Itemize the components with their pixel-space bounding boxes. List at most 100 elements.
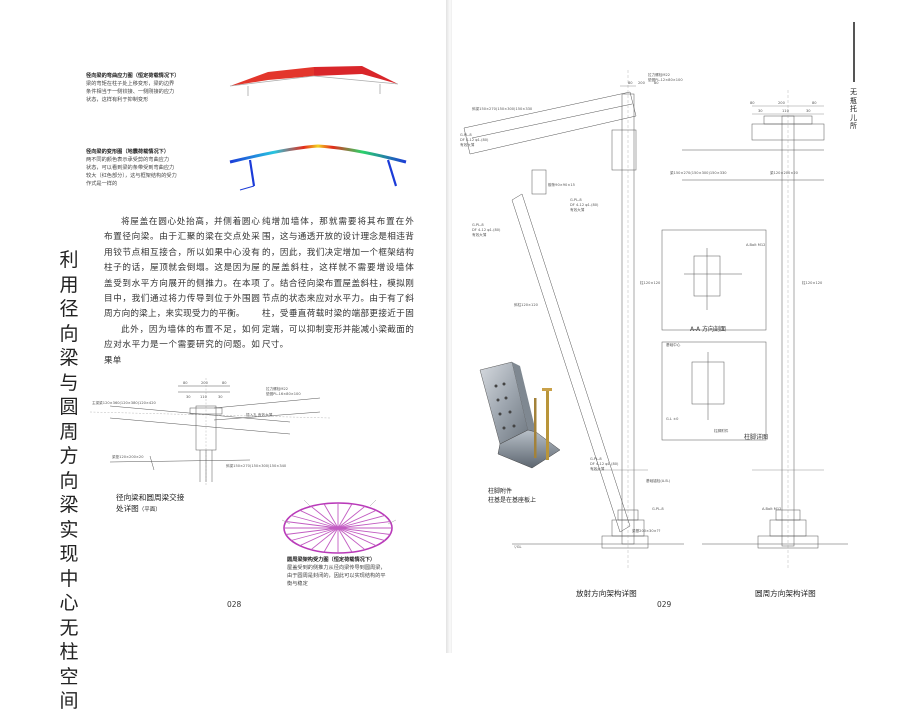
dim-text: 80 — [654, 81, 659, 85]
joint-detail-title-line1: 径向梁和圆周梁交接 — [116, 493, 185, 502]
caption-deformation-line: 两不同的颜色表示承受剪的弯曲应力 — [86, 157, 170, 163]
drawing-label: G.L ±0 — [666, 417, 679, 421]
beam-joint-detail-drawing: 80 200 80 30 110 30 拉力螺栓M22 垫圈PL-16×80×1… — [90, 378, 331, 486]
radial-spoke — [337, 515, 385, 529]
drawing-label: 有效大薄 — [570, 207, 585, 212]
drawing-label: DF 4-12 φ1.(80) — [570, 203, 599, 207]
drawing-label: G.PL-8 — [570, 198, 582, 202]
dim-text: 80 — [183, 381, 188, 385]
drawing-label: 有效大薄 — [590, 466, 605, 471]
radial-beam-deformation-diagram — [229, 144, 407, 191]
drawing-label: 柱脚附件 — [714, 428, 729, 433]
dim-text: 80 — [222, 381, 227, 385]
radial-spoke — [291, 515, 339, 529]
drawing-label: 基础中心 — [666, 342, 681, 347]
dim-text: 200 — [638, 81, 646, 85]
aa-section-label: A-A 方向剖面 — [690, 326, 727, 333]
drawing-label: 梁基200×30×?? — [632, 528, 661, 533]
radial-spoke — [337, 527, 366, 551]
body-paragraph: 此外，因为墙体的布置不足，如何应对水平力是一个需要研究的问题。如果单 — [104, 324, 260, 366]
body-paragraph: 将屋盖在圆心处抬高，并侧着圆心布置径向梁。由于汇聚的梁在交点处采用铰节点相互接合… — [104, 217, 260, 320]
structural-frame-drawing: 80 200 80 30 110 30 80 200 80 拉力螺栓M22 垫圈… — [460, 70, 848, 570]
radial-spoke — [337, 527, 385, 541]
drawing-label: A.Bolt M12 — [762, 507, 781, 511]
radial-spoke — [299, 527, 339, 547]
drawing-label: G.PL-8 — [472, 223, 484, 227]
caption-stress-line: 梁的弯矩在柱子处上移变形，梁的边界 — [86, 81, 175, 87]
radial-spoke — [285, 527, 339, 535]
caption-deformation-line: 较大（红色部分），这与框架结构的受力 — [86, 173, 177, 179]
caption-deformation-title: 径向梁的变形图（地震荷载情况下） — [86, 149, 170, 155]
detail-label: 梁垫120×200×20 — [112, 454, 144, 459]
radial-spoke — [337, 527, 377, 547]
radial-beam-stress-diagram — [229, 66, 399, 96]
photo-caption: 柱脚附件 柱基是在基座板上 — [488, 487, 536, 505]
circular-frame-detail-title: 圆周方向架构详图 — [755, 589, 816, 598]
radial-spoke — [337, 527, 353, 553]
body-text-column-2: 纯增加墙体，那就需要将其布置在外围，这与通透开放的设计理念是相违背的，因此，我们… — [262, 215, 414, 354]
page-number-right: 029 — [657, 600, 672, 609]
drawing-label: 梁120×200×20 — [770, 170, 799, 175]
dim-text: 110 — [782, 109, 790, 113]
caption-deformation: 径向梁的变形图（地震荷载情况下） 两不同的颜色表示承受剪的弯曲应力 状态，可以看… — [86, 148, 226, 188]
drawing-label: 拉力螺栓M22 — [648, 72, 670, 77]
drawing-label: G.PL-8 — [652, 507, 664, 511]
body-text-column-1: 将屋盖在圆心处抬高，并侧着圆心布置径向梁。由于汇聚的梁在交点处采用铰节点相互接合… — [104, 215, 260, 369]
radial-spoke — [337, 509, 377, 529]
caption-stress-title: 径向梁的弯曲应力图（恒定荷载情况下） — [86, 73, 180, 79]
radial-spoke — [310, 527, 339, 551]
drawing-label: 基础锚栓(A.B.) — [646, 478, 671, 483]
radial-spoke — [285, 521, 339, 529]
left-page: 径向梁的弯曲应力图（恒定荷载情况下） 梁的弯矩在柱子处上移变形，梁的边界 条件相… — [0, 0, 448, 712]
radial-frame-detail-title: 放射方向架构详图 — [576, 589, 637, 598]
radial-spoke — [337, 521, 391, 529]
joint-detail-title: 径向梁和圆周梁交接 处详图（平面） — [116, 492, 184, 516]
caption-deformation-line: 状态，可以看到梁的条带受到弯曲应力 — [86, 165, 175, 171]
dim-text: 80 — [750, 101, 755, 105]
caption-circular-line: 屋盖受到的侧推力从径向梁传导到圆周梁， — [287, 565, 386, 571]
drawing-label: 梁150×270(150×300)150×330 — [670, 170, 727, 175]
radial-spoke — [337, 527, 391, 535]
right-page: 无瓶托儿所 — [452, 0, 900, 653]
drawing-label: ▽GL — [514, 545, 522, 549]
dim-text: 30 — [806, 109, 811, 113]
caption-stress-line: 条件相当于一侧铰接、一侧刚接的应力 — [86, 89, 175, 95]
detail-label: 拉力螺栓M22 — [266, 386, 288, 391]
vertical-title: 利用径向梁与圆周方向梁实现中心无柱空间 — [59, 249, 79, 712]
caption-circular-title: 圆周梁架构受力图（恒定荷载情况下） — [287, 557, 376, 563]
circular-frame-diagram — [281, 499, 397, 554]
dim-text: 30 — [758, 109, 763, 113]
drawing-label: DF 4-12 φ1.(80) — [472, 228, 501, 232]
sidebar-rule — [853, 22, 855, 82]
book-gutter — [446, 0, 454, 653]
detail-label: 插入孔 有效大薄 — [246, 412, 273, 417]
radial-spoke — [291, 527, 339, 541]
dim-text: 80 — [628, 81, 633, 85]
page-number-left: 028 — [227, 600, 242, 609]
drawing-label: 垫圈PL-12×80×100 — [648, 77, 683, 82]
drawing-label: 柱120×120 — [640, 280, 661, 285]
dim-text: 30 — [218, 395, 223, 399]
caption-circular: 圆周梁架构受力图（恒定荷载情况下） 屋盖受到的侧推力从径向梁传导到圆周梁， 由于… — [287, 556, 427, 588]
caption-stress: 径向梁的弯曲应力图（恒定荷载情况下） 梁的弯矩在柱子处上移变形，梁的边界 条件相… — [86, 72, 226, 104]
base-detail-label: 柱脚详图 — [744, 434, 769, 441]
dim-text: 200 — [778, 101, 786, 105]
radial-spoke — [323, 503, 339, 529]
radial-spoke — [299, 509, 339, 529]
drawing-label: A.Bolt M12 — [746, 243, 765, 247]
joint-detail-title-suffix: （平面） — [138, 507, 161, 513]
drawing-label: 檩条90×90×15 — [548, 182, 575, 187]
caption-circular-line: 由于圆周是封闭的，因此可以实现结构的平 — [287, 573, 386, 579]
body-paragraph: 纯增加墙体，那就需要将其布置在外围，这与通透开放的设计理念是相违背的，因此，我们… — [262, 217, 414, 351]
drawing-label: G.PL-8 — [460, 133, 472, 137]
dim-text: 80 — [812, 101, 817, 105]
detail-label: 垫圈PL-16×80×100 — [266, 391, 301, 396]
caption-circular-line: 衡与稳定 — [287, 581, 308, 587]
drawing-label: 斜梁150×270(150×300)150×330 — [472, 106, 533, 111]
dim-text: 110 — [200, 395, 208, 399]
caption-deformation-line: 作式是一样的 — [86, 181, 118, 187]
drawing-label: DF 4-12 φ1.(80) — [590, 462, 619, 466]
sidebar-title: 无瓶托儿所 — [850, 88, 857, 130]
dim-text: 30 — [186, 395, 191, 399]
photo-caption-line: 柱基是在基座板上 — [488, 497, 537, 504]
